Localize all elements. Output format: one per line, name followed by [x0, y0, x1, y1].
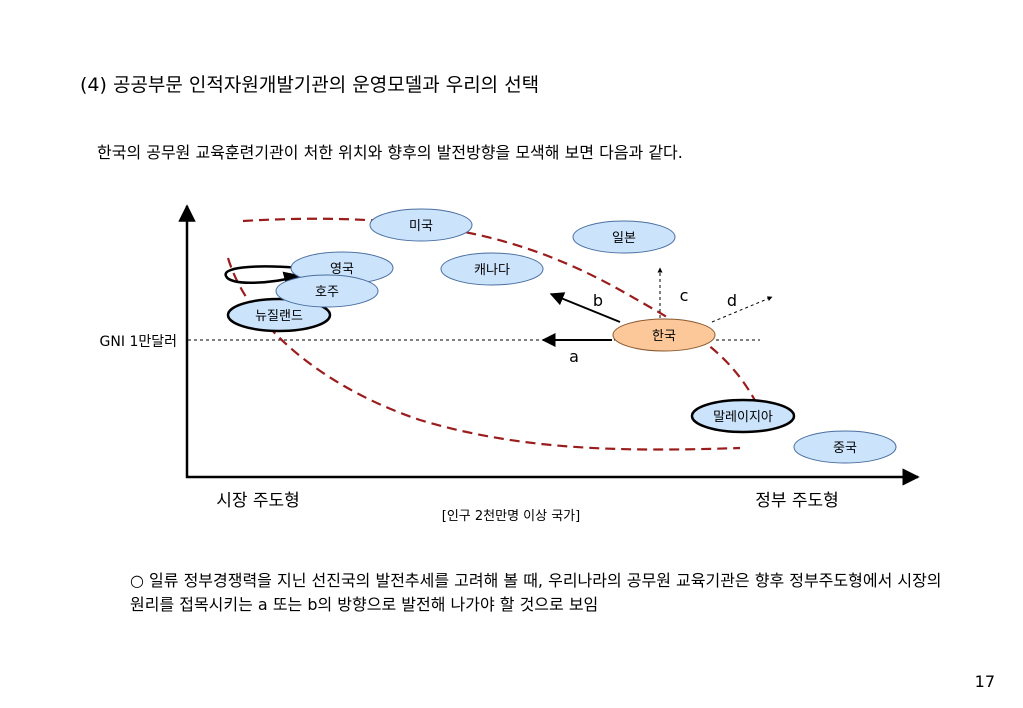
country-usa: 미국 — [369, 208, 473, 242]
country-australia: 호주 — [275, 274, 379, 308]
page-heading: (4) 공공부문 인적자원개발기관의 운영모델과 우리의 선택 — [80, 74, 540, 96]
country-malaysia: 말레이지아 — [690, 398, 796, 434]
gni-label: GNI 1만달러 — [100, 334, 177, 350]
country-australia-label: 호주 — [315, 285, 339, 300]
country-malaysia-label: 말레이지아 — [713, 410, 773, 425]
x-axis-left-label: 시장 주도형 — [216, 491, 300, 511]
country-korea-label: 한국 — [652, 329, 676, 344]
country-china-label: 중국 — [833, 441, 857, 456]
country-canada-label: 캐나다 — [474, 263, 510, 278]
country-nz-label: 뉴질랜드 — [255, 309, 303, 324]
country-japan: 일본 — [572, 220, 676, 254]
x-axis-right-label: 정부 주도형 — [755, 491, 839, 511]
lower-boundary-curve — [226, 257, 741, 451]
conclusion-text: ○ 일류 정부경쟁력을 지닌 선진국의 발전추세를 고려해 볼 때, 우리나라의… — [130, 571, 942, 614]
axes — [178, 204, 920, 486]
country-japan-label: 일본 — [612, 231, 636, 246]
intro-text: 한국의 공무원 교육훈련기관이 처한 위치와 향후의 발전방향을 모색해 보면 … — [97, 143, 683, 162]
country-usa-label: 미국 — [409, 219, 433, 234]
arrow-d — [711, 296, 773, 323]
country-china: 중국 — [793, 430, 897, 464]
arrow-d-label: d — [727, 291, 737, 310]
country-nz: 뉴질랜드 — [226, 297, 332, 333]
country-korea: 한국 — [612, 318, 716, 352]
arrow-a-label: a — [569, 347, 579, 366]
uk-loop-arrow — [224, 265, 302, 289]
page-number: 17 — [974, 672, 995, 691]
country-canada: 캐나다 — [440, 252, 544, 286]
x-axis-note: [인구 2천만명 이상 국가] — [442, 509, 580, 524]
country-uk-label: 영국 — [330, 262, 354, 277]
arrow-b — [549, 292, 621, 323]
arrow-b-label: b — [593, 291, 603, 310]
arrow-c-label: c — [680, 286, 689, 305]
